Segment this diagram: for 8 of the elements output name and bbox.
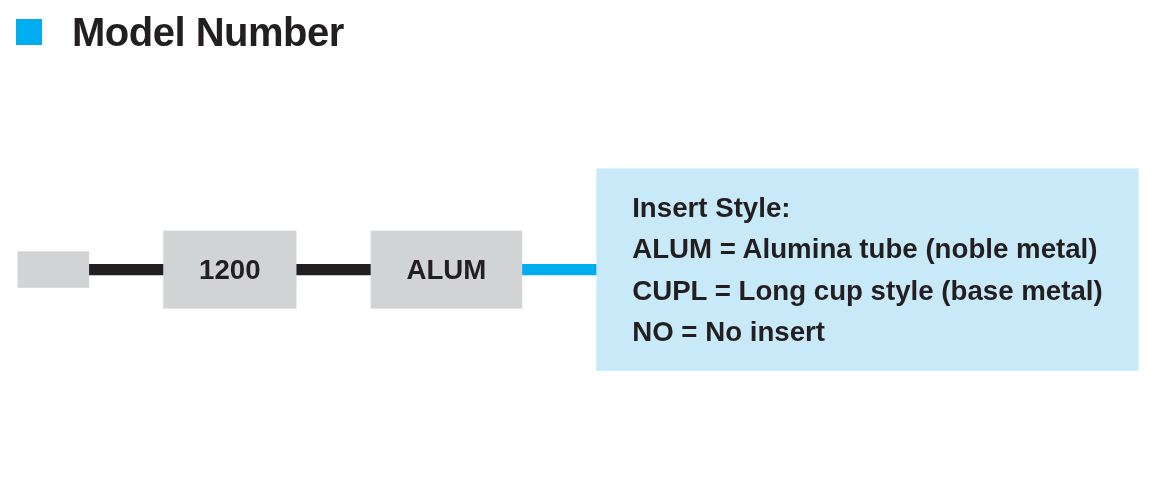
connector <box>521 264 597 276</box>
connector <box>88 264 164 276</box>
node-box: ALUM <box>370 231 523 309</box>
node-box <box>17 251 90 289</box>
title: Model Number <box>72 9 344 55</box>
connector <box>295 264 372 276</box>
node-box: Insert Style: ALUM = Alumina tube (noble metal) CUPL = Long cup style (base metal) NO = No insert <box>596 168 1139 372</box>
node-box: 1200 <box>163 231 297 309</box>
